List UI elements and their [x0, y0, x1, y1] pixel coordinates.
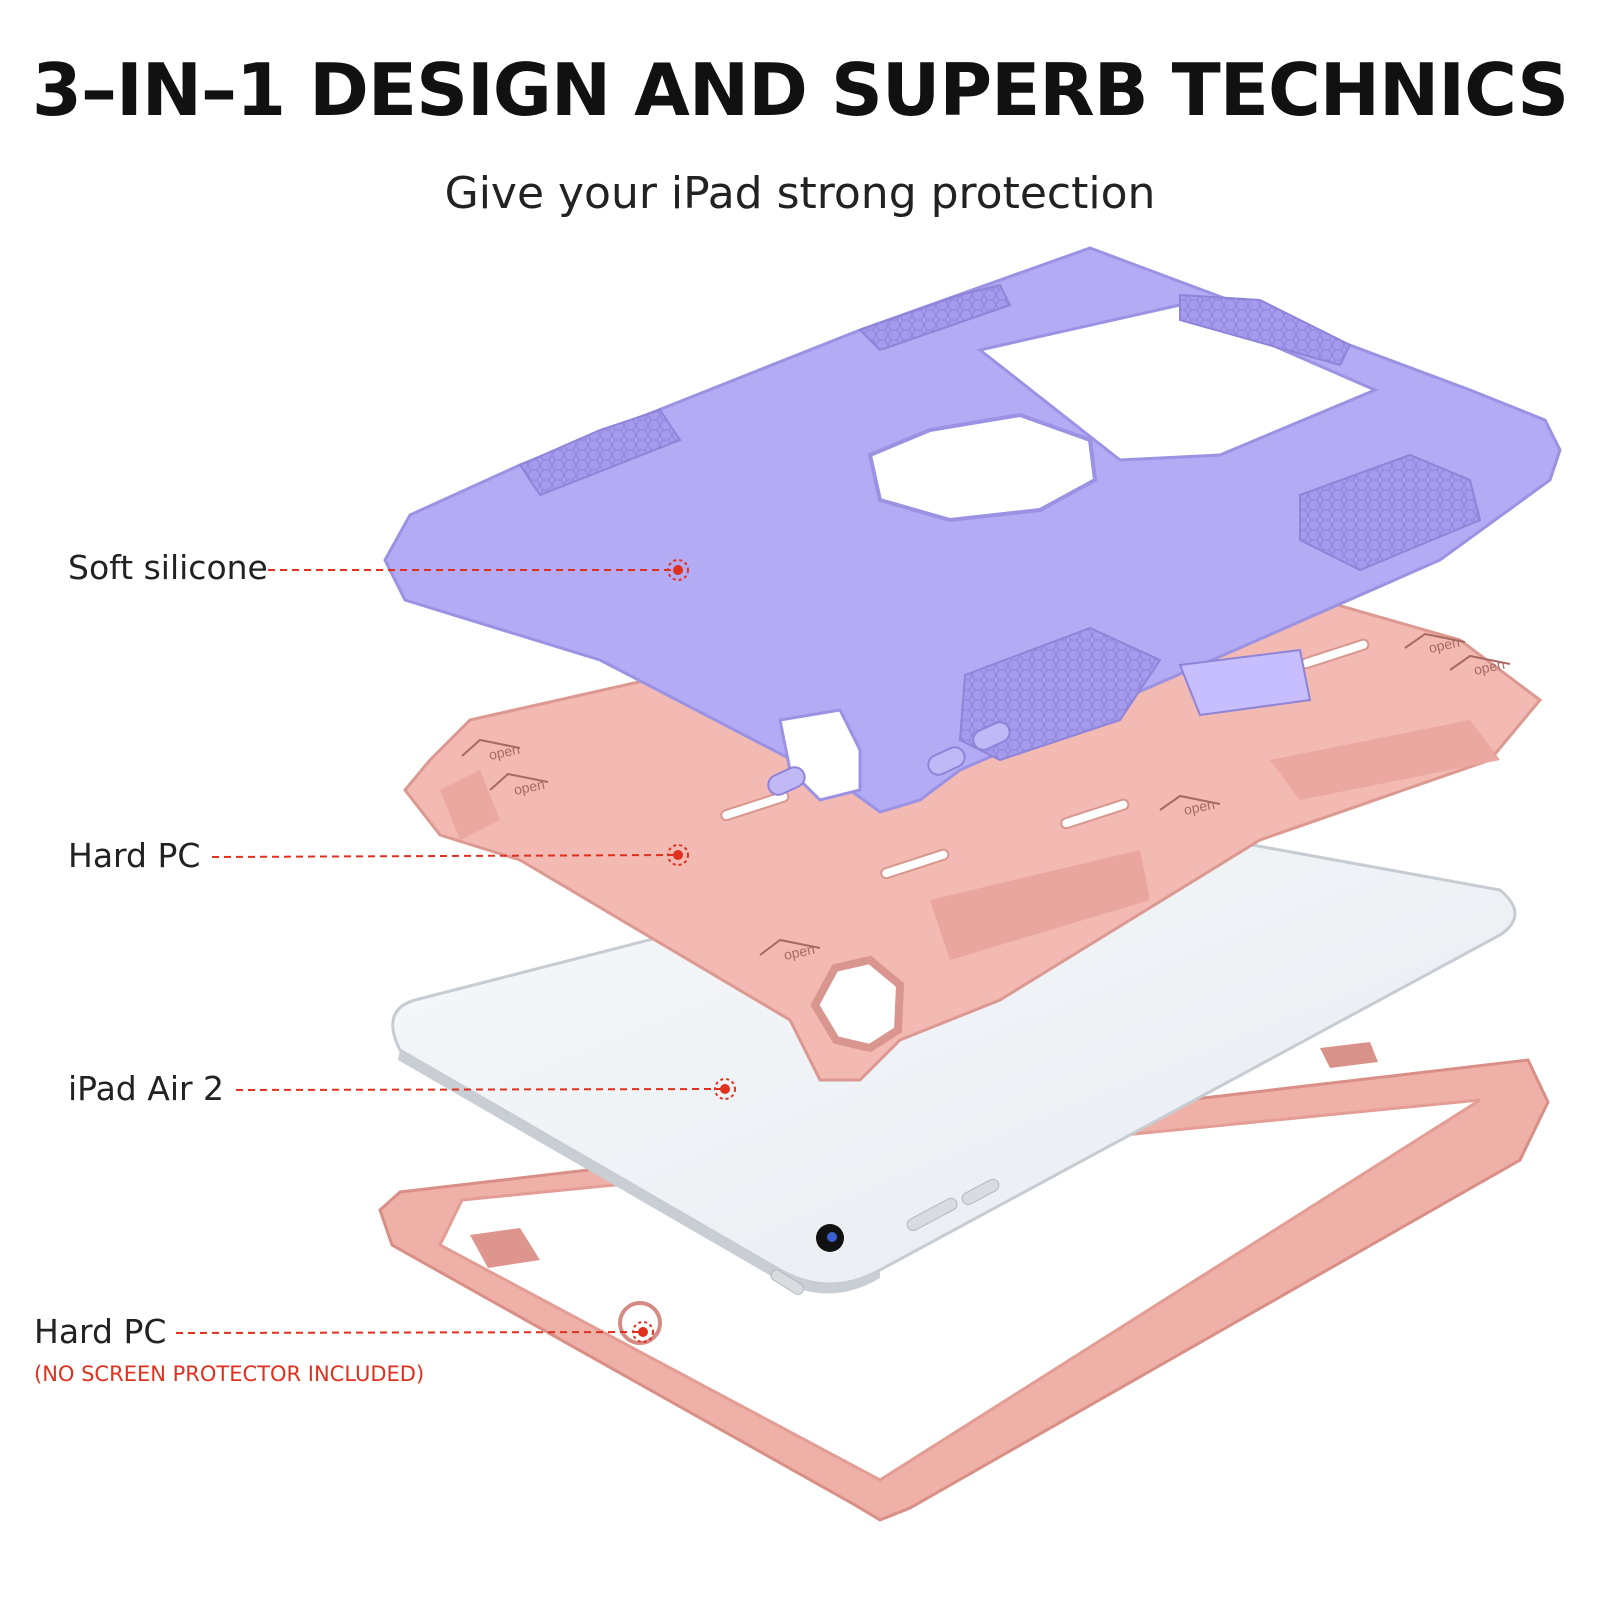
- open-mark-6: open: [782, 941, 816, 963]
- open-mark-4: open: [1427, 634, 1461, 656]
- label-ipad-air-2: iPad Air 2: [68, 1069, 225, 1108]
- callouts: [175, 559, 736, 1343]
- label-hard-pc-frame: Hard PC: [34, 1312, 167, 1351]
- label-hard-pc-shell: Hard PC: [68, 836, 201, 875]
- open-mark-2: open: [512, 776, 546, 798]
- page-subtitle: Give your iPad strong protection: [444, 168, 1156, 219]
- screen-protector-note: (NO SCREEN PROTECTOR INCLUDED): [34, 1362, 425, 1386]
- callout-dot-1: [673, 565, 683, 575]
- page-title: 3–IN–1 DESIGN AND SUPERB TECHNICS: [31, 48, 1569, 132]
- callout-dot-3: [720, 1084, 730, 1094]
- label-soft-silicone: Soft silicone: [68, 548, 268, 587]
- open-mark-3: open: [1182, 796, 1216, 818]
- callout-dot-2: [673, 850, 683, 860]
- open-mark-5: open: [1472, 656, 1506, 678]
- kickstand: [1178, 648, 1312, 717]
- open-arrow-marks: [461, 632, 1511, 956]
- open-mark-1: open: [487, 741, 521, 763]
- silicone-layer: [383, 246, 1562, 814]
- callout-dot-4: [638, 1327, 648, 1337]
